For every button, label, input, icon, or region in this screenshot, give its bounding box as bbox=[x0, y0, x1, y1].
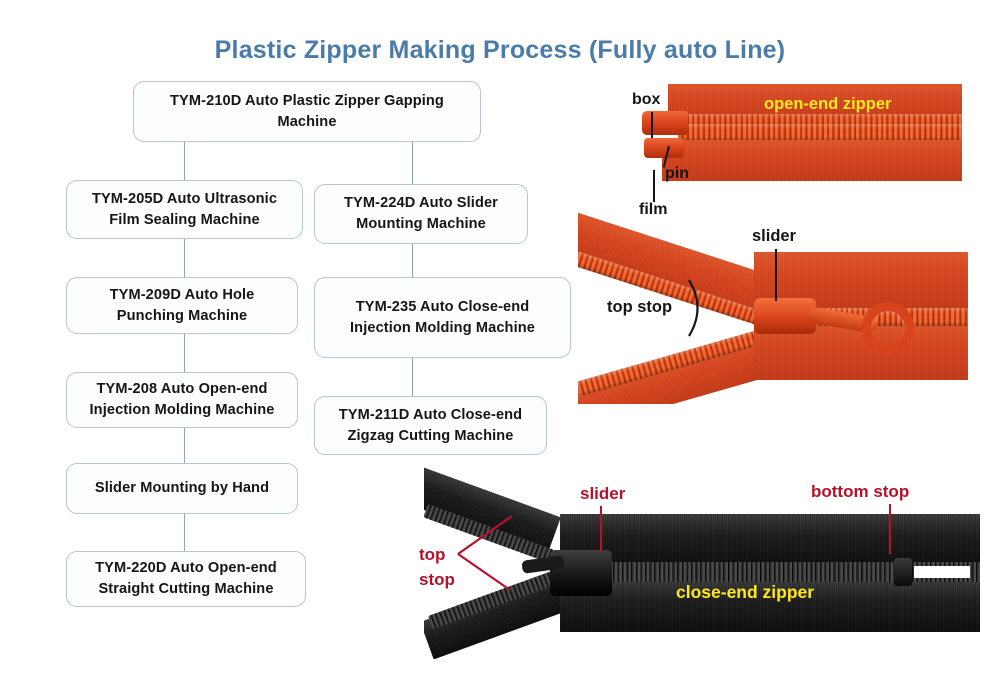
leader-box bbox=[651, 112, 653, 138]
flow-box-label: TYM-235 Auto Close-end Injection Molding… bbox=[350, 298, 535, 336]
page-title: Plastic Zipper Making Process (Fully aut… bbox=[214, 36, 786, 64]
flow-box-label: TYM-224D Auto Slider Mounting Machine bbox=[344, 195, 498, 232]
flow-box-tym-211d[interactable]: TYM-211D Auto Close-end Zigzag Cutting M… bbox=[314, 396, 547, 455]
flow-box-label: TYM-205D Auto Ultrasonic Film Sealing Ma… bbox=[91, 190, 278, 228]
flow-box-tym-210d[interactable]: TYM-210D Auto Plastic Zipper Gapping Mac… bbox=[133, 81, 481, 142]
leader-top-stop-black bbox=[457, 515, 513, 591]
flow-box-tym-235[interactable]: TYM-235 Auto Close-end Injection Molding… bbox=[314, 277, 571, 358]
close-zipper-tape-gap bbox=[914, 566, 970, 578]
flow-box-tym-205d[interactable]: TYM-205D Auto Ultrasonic Film Sealing Ma… bbox=[66, 180, 303, 239]
flow-box-label: TYM-208 Auto Open-end Injection Molding … bbox=[89, 381, 275, 418]
close-zipper-bottom-stop bbox=[894, 558, 912, 586]
flow-box-label: TYM-209D Auto Hole Punching Machine bbox=[109, 286, 255, 324]
leader-top-stop-orange-brace bbox=[688, 279, 699, 337]
flow-box-tym-220d[interactable]: TYM-220D Auto Open-end Straight Cutting … bbox=[66, 551, 306, 607]
close-zipper-teeth-main bbox=[592, 562, 980, 582]
flow-box-label: Slider Mounting by Hand bbox=[94, 480, 270, 497]
label-slider-orange: slider bbox=[752, 227, 797, 245]
label-top-stop-black-line2: stop bbox=[419, 570, 455, 589]
flow-box-tym-224d[interactable]: TYM-224D Auto Slider Mounting Machine bbox=[314, 184, 528, 244]
zipper-pin-piece bbox=[644, 138, 684, 158]
zipper-teeth-upper bbox=[678, 114, 962, 127]
caption-close-end-zipper: close-end zipper bbox=[676, 582, 815, 602]
flow-box-tym-208[interactable]: TYM-208 Auto Open-end Injection Molding … bbox=[66, 372, 298, 428]
label-top-stop-orange: top stop bbox=[607, 298, 673, 316]
leader-slider-black bbox=[600, 506, 603, 552]
connector-208-to-slider-hand bbox=[184, 428, 186, 464]
zipper-box-piece bbox=[642, 111, 688, 135]
connector-224d-to-235 bbox=[412, 244, 414, 278]
flow-box-slider-mounting-by-hand[interactable]: Slider Mounting by Hand bbox=[66, 463, 298, 514]
label-film: film bbox=[639, 201, 668, 218]
photo-open-end-zipper: open-end zipper bbox=[622, 84, 962, 197]
flow-box-label: TYM-211D Auto Close-end Zigzag Cutting M… bbox=[338, 406, 523, 444]
flow-box-tym-209d[interactable]: TYM-209D Auto Hole Punching Machine bbox=[66, 277, 298, 334]
caption-open-end-zipper: open-end zipper bbox=[764, 95, 892, 113]
connector-209d-to-208 bbox=[184, 334, 186, 374]
close-zipper-tape-upper bbox=[560, 514, 980, 566]
label-bottom-stop: bottom stop bbox=[811, 482, 910, 501]
connector-210d-to-224d bbox=[412, 142, 414, 184]
flow-box-label: TYM-210D Auto Plastic Zipper Gapping Mac… bbox=[170, 92, 444, 130]
leader-bottom-stop bbox=[889, 504, 892, 554]
zipper-tape-lower bbox=[662, 140, 962, 181]
leader-slider-orange bbox=[775, 249, 777, 301]
flow-box-label: TYM-220D Auto Open-end Straight Cutting … bbox=[95, 560, 277, 597]
photo-close-end-zipper: close-end zipper bbox=[424, 462, 990, 674]
leader-film bbox=[653, 170, 655, 202]
zipper-slider-body bbox=[754, 298, 816, 334]
close-zipper-tape-lower bbox=[560, 580, 980, 632]
zipper-teeth-main bbox=[678, 124, 962, 141]
label-slider-black: slider bbox=[580, 484, 626, 503]
photo-open-end-slider bbox=[578, 204, 968, 404]
connector-slider-hand-to-220d bbox=[184, 514, 186, 552]
connector-210d-to-205d bbox=[184, 142, 186, 184]
label-pin: pin bbox=[665, 165, 689, 182]
connector-205d-to-209d bbox=[184, 239, 186, 280]
zipper-pull-ring bbox=[862, 302, 914, 354]
connector-235-to-211d bbox=[412, 358, 414, 396]
label-box: box bbox=[632, 91, 661, 108]
label-top-stop-black-line1: top bbox=[419, 545, 446, 564]
